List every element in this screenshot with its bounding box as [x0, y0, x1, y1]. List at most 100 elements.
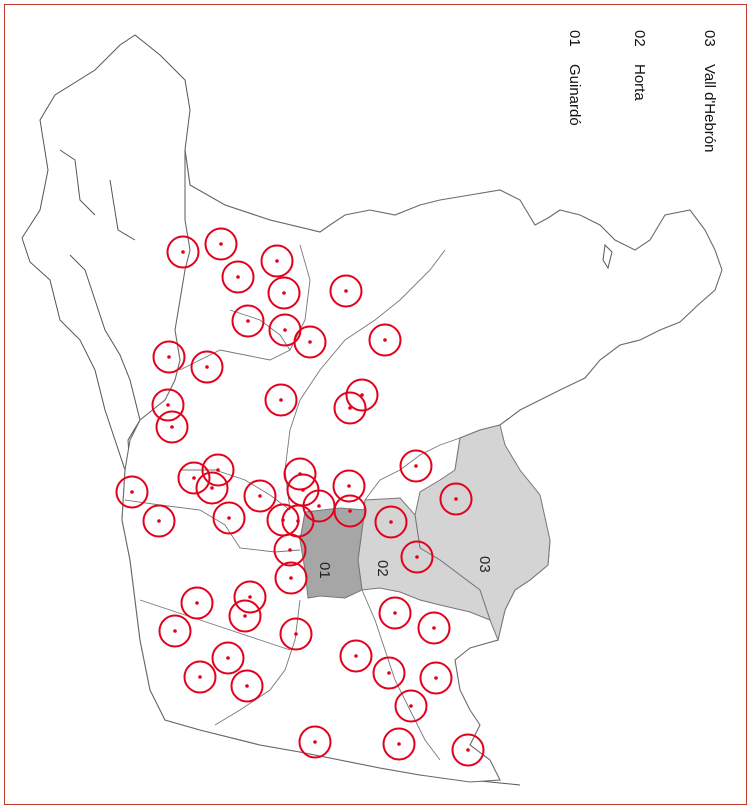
- location-marker[interactable]: [166, 235, 200, 269]
- location-marker[interactable]: [382, 727, 416, 761]
- marker-ring-icon: [151, 388, 185, 422]
- marker-dot-icon: [317, 504, 321, 508]
- location-marker[interactable]: [298, 725, 332, 759]
- marker-dot-icon: [195, 601, 199, 605]
- marker-ring-icon: [400, 540, 434, 574]
- location-marker[interactable]: [374, 505, 408, 539]
- marker-dot-icon: [296, 519, 300, 523]
- marker-dot-icon: [348, 406, 352, 410]
- marker-dot-icon: [301, 488, 305, 492]
- marker-dot-icon: [414, 464, 418, 468]
- location-marker[interactable]: [158, 614, 192, 648]
- location-marker[interactable]: [451, 733, 485, 767]
- marker-dot-icon: [157, 519, 161, 523]
- location-marker[interactable]: [372, 656, 406, 690]
- marker-dot-icon: [409, 704, 413, 708]
- location-marker[interactable]: [368, 323, 402, 357]
- location-marker[interactable]: [190, 350, 224, 384]
- legend-name: Guinardó: [566, 64, 583, 126]
- legend-item-02: 02Horta: [626, 30, 656, 230]
- location-marker[interactable]: [333, 391, 367, 425]
- location-marker[interactable]: [212, 501, 246, 535]
- marker-ring-icon: [221, 260, 255, 294]
- location-marker[interactable]: [180, 586, 214, 620]
- marker-ring-icon: [279, 617, 313, 651]
- location-marker[interactable]: [264, 383, 298, 417]
- label-neighborhood-03: 03: [476, 556, 493, 573]
- location-marker[interactable]: [279, 617, 313, 651]
- location-marker[interactable]: [339, 639, 373, 673]
- location-marker[interactable]: [183, 660, 217, 694]
- marker-ring-icon: [260, 244, 294, 278]
- marker-dot-icon: [227, 516, 231, 520]
- location-marker[interactable]: [151, 388, 185, 422]
- location-marker[interactable]: [142, 504, 176, 538]
- marker-dot-icon: [130, 490, 134, 494]
- location-marker[interactable]: [228, 599, 262, 633]
- marker-ring-icon: [419, 661, 453, 695]
- marker-ring-icon: [243, 479, 277, 513]
- location-marker[interactable]: [273, 533, 307, 567]
- location-marker[interactable]: [293, 325, 327, 359]
- location-marker[interactable]: [152, 340, 186, 374]
- location-marker[interactable]: [230, 669, 264, 703]
- location-marker[interactable]: [221, 260, 255, 294]
- location-marker[interactable]: [417, 611, 451, 645]
- marker-dot-icon: [294, 632, 298, 636]
- marker-ring-icon: [329, 274, 363, 308]
- marker-ring-icon: [230, 669, 264, 703]
- legend-text: 03Vall d'Hebrón: [701, 30, 718, 152]
- marker-dot-icon: [236, 275, 240, 279]
- location-marker[interactable]: [329, 274, 363, 308]
- marker-dot-icon: [173, 629, 177, 633]
- marker-ring-icon: [183, 660, 217, 694]
- marker-dot-icon: [344, 289, 348, 293]
- marker-dot-icon: [289, 576, 293, 580]
- legend-item-01: 01Guinardó: [561, 30, 591, 230]
- location-marker[interactable]: [195, 471, 229, 505]
- marker-dot-icon: [226, 656, 230, 660]
- marker-ring-icon: [417, 611, 451, 645]
- location-marker[interactable]: [211, 641, 245, 675]
- location-marker[interactable]: [155, 410, 189, 444]
- marker-ring-icon: [267, 276, 301, 310]
- marker-dot-icon: [210, 486, 214, 490]
- location-marker[interactable]: [204, 227, 238, 261]
- location-marker[interactable]: [267, 276, 301, 310]
- marker-dot-icon: [170, 425, 174, 429]
- location-marker[interactable]: [378, 596, 412, 630]
- marker-dot-icon: [245, 684, 249, 688]
- location-marker[interactable]: [115, 475, 149, 509]
- location-marker[interactable]: [394, 689, 428, 723]
- marker-ring-icon: [298, 725, 332, 759]
- label-neighborhood-02: 02: [374, 560, 391, 577]
- marker-ring-icon: [264, 383, 298, 417]
- marker-layer: [115, 227, 485, 767]
- marker-dot-icon: [167, 355, 171, 359]
- marker-dot-icon: [454, 497, 458, 501]
- location-marker[interactable]: [419, 661, 453, 695]
- location-marker[interactable]: [399, 449, 433, 483]
- marker-dot-icon: [466, 748, 470, 752]
- location-marker[interactable]: [233, 580, 267, 614]
- legend-name: Horta: [631, 64, 648, 101]
- location-marker[interactable]: [333, 494, 367, 528]
- marker-dot-icon: [205, 365, 209, 369]
- location-marker[interactable]: [274, 561, 308, 595]
- location-marker[interactable]: [177, 461, 211, 495]
- location-marker[interactable]: [243, 479, 277, 513]
- location-marker[interactable]: [201, 453, 235, 487]
- marker-ring-icon: [166, 235, 200, 269]
- marker-ring-icon: [212, 501, 246, 535]
- marker-ring-icon: [195, 471, 229, 505]
- marker-ring-icon: [372, 656, 406, 690]
- location-marker[interactable]: [231, 304, 265, 338]
- marker-dot-icon: [397, 742, 401, 746]
- location-marker[interactable]: [400, 540, 434, 574]
- location-marker[interactable]: [260, 244, 294, 278]
- location-marker[interactable]: [332, 469, 366, 503]
- location-marker[interactable]: [439, 482, 473, 516]
- marker-dot-icon: [387, 671, 391, 675]
- marker-ring-icon: [211, 641, 245, 675]
